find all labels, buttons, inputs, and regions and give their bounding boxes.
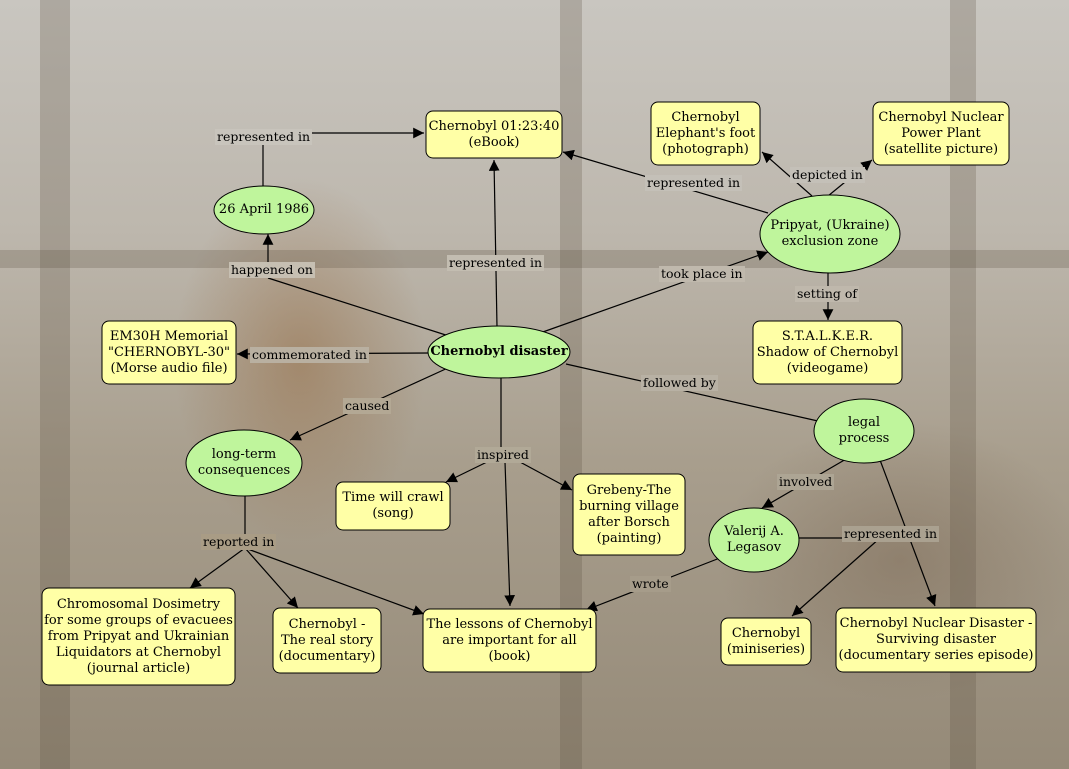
edge-label-caused: caused [343, 398, 392, 414]
edge-label-represented-in-center: represented in [447, 255, 545, 271]
edge-label-commemorated-in: commemorated in [250, 347, 369, 363]
edge-label-followed-by: followed by [641, 375, 718, 391]
node-legasov-ellipse [708, 507, 800, 573]
node-surviving[interactable]: Chernobyl Nuclear Disaster - Surviving d… [838, 616, 1034, 663]
node-legasov[interactable]: Valerij A. Legasov [724, 524, 784, 555]
edge-label-setting-of: setting of [795, 286, 860, 302]
edge-label-represented-in-pripyat: represented in [645, 175, 743, 191]
node-surviving-box [835, 607, 1037, 673]
edge-label-depicted-in: depicted in [790, 167, 865, 183]
node-long-term[interactable]: long-term consequences [197, 447, 291, 478]
node-elephant-box [650, 101, 761, 166]
node-disaster-ellipse [427, 325, 571, 379]
node-dosimetry[interactable]: Chromosomal Dosimetry for some groups of… [44, 596, 233, 676]
node-grebeny[interactable]: Grebeny-The burning village after Borsch… [579, 482, 679, 546]
edge-disaster-to-pripyat [539, 250, 769, 334]
node-pripyat-ellipse [759, 194, 901, 274]
edge-reported-to-dosimetry [189, 547, 246, 589]
edge-reported-to-lessons [244, 547, 425, 616]
node-stalker-box [752, 320, 903, 385]
edge-label-inspired: inspired [475, 447, 531, 463]
node-time-crawl[interactable]: Time will crawl (song) [342, 490, 444, 521]
node-legal-process[interactable]: legal process [838, 415, 890, 446]
edge-label-reported-in: reported in [201, 534, 277, 550]
node-pripyat[interactable]: Pripyat, (Ukraine) exclusion zone [770, 218, 890, 249]
node-ebook-box [425, 110, 563, 159]
node-realstory-box [272, 607, 382, 674]
edge-branch-to-miniseries [791, 537, 881, 617]
node-real-story[interactable]: Chernobyl - The real story (documentary) [278, 616, 376, 664]
node-chernobyl-disaster[interactable]: Chernobyl disaster [430, 344, 568, 359]
node-miniseries[interactable]: Chernobyl (miniseries) [726, 625, 806, 657]
node-legal-ellipse [813, 398, 915, 464]
edge-label-represented-in-1986: represented in [215, 129, 313, 145]
node-timecrawl-box [335, 481, 451, 531]
node-memorial[interactable]: EM30H Memorial "CHERNOBYL-30" (Morse aud… [107, 328, 231, 376]
node-longterm-ellipse [185, 429, 303, 497]
node-1986-ellipse [213, 185, 315, 235]
node-lessons-box [422, 608, 597, 673]
node-dosimetry-box [41, 587, 236, 686]
edge-label-involved: involved [777, 474, 835, 490]
node-grebeny-box [572, 473, 686, 556]
edge-disaster-to-legal [565, 363, 841, 429]
edge-label-wrote: wrote [630, 576, 671, 592]
node-memorial-box [101, 320, 237, 385]
node-npp-box [872, 101, 1010, 166]
edge-label-happened-on: happened on [229, 262, 315, 278]
node-ebook[interactable]: Chernobyl 01:23:40 (eBook) [428, 118, 560, 150]
node-miniseries-box [720, 617, 812, 666]
edge-label-represented-in-legal: represented in [842, 526, 940, 542]
node-stalker[interactable]: S.T.A.L.K.E.R. Shadow of Chernobyl (vide… [756, 328, 899, 376]
node-npp-satellite[interactable]: Chernobyl Nuclear Power Plant (satellite… [878, 109, 1004, 157]
edge-disaster-to-1986 [267, 277, 453, 338]
edge-inspired-to-lessons [504, 461, 516, 607]
edge-disaster-to-ebook [488, 159, 500, 328]
edge-label-took-place-in: took place in [659, 266, 745, 282]
node-lessons[interactable]: The lessons of Chernobyl are important f… [426, 616, 593, 664]
edge-reported-to-realstory [244, 547, 299, 609]
node-26-april-1986[interactable]: 26 April 1986 [218, 202, 310, 217]
edge-inspired-to-grebeny [519, 461, 573, 491]
node-elephants-foot[interactable]: Chernobyl Elephant's foot (photograph) [655, 109, 756, 157]
edge-pripyat-to-elephant [761, 151, 813, 197]
edge-inspired-to-timecrawl [445, 461, 488, 483]
